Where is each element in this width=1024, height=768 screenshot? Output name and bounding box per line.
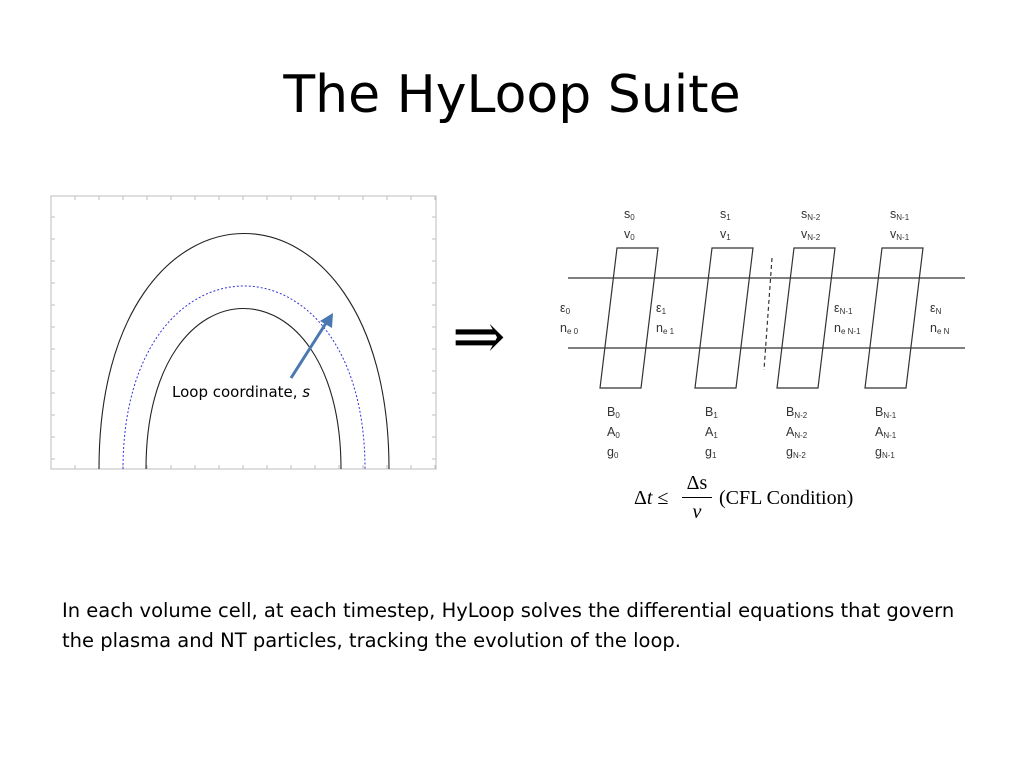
loop-plot — [50, 195, 437, 470]
formula-fraction: Δs v — [682, 470, 712, 525]
cell-0 — [599, 247, 659, 389]
cell-diagram — [568, 247, 965, 389]
plot-frame — [50, 195, 437, 470]
formula-denominator: v — [692, 501, 702, 523]
body-text: In each volume cell, at each timestep, H… — [62, 599, 955, 652]
bn-1-label: BN-1 — [875, 405, 897, 420]
cell-n-2-bag-label: BN-2 AN-2 gN-2 — [786, 404, 807, 464]
implies-arrow-icon: ⇒ — [452, 300, 506, 374]
formula-numerator: Δs — [686, 472, 708, 494]
formula-lhs: Δt ≤ — [634, 487, 669, 509]
gn-1-label: gN-1 — [875, 445, 895, 460]
ne1-label: ne 1 — [656, 321, 675, 336]
cell-1-bag-label: B1 A1 g1 — [705, 404, 718, 464]
cell-0-sv-label: s0 v0 — [624, 206, 635, 246]
nen-1-label: ne N-1 — [834, 321, 861, 336]
sn-1-label: sN-1 — [890, 207, 910, 222]
cell-n-1 — [864, 247, 924, 389]
v0-label: v0 — [624, 227, 635, 242]
cell-1-eps-ne-label: ε1 ne 1 — [656, 300, 674, 340]
cell-n-eps-ne-label: εN ne N — [930, 300, 949, 340]
cell-n-2-sv-label: sN-2 vN-2 — [801, 206, 820, 246]
cell-1 — [694, 247, 754, 389]
g0-label: g0 — [607, 445, 619, 460]
cell-1-sv-label: s1 v1 — [720, 206, 731, 246]
gn-2-label: gN-2 — [786, 445, 806, 460]
cfl-condition-label: (CFL Condition) — [719, 487, 854, 509]
inner-loop-curve — [145, 308, 342, 470]
nen-label: ne N — [930, 321, 950, 336]
g1-label: g1 — [705, 445, 717, 460]
eps0-label: ε0 — [560, 301, 571, 316]
outer-loop-curve — [98, 233, 390, 470]
vn-1-label: vN-1 — [890, 227, 910, 242]
a0-label: A0 — [607, 425, 620, 440]
epsn-1-label: εN-1 — [834, 301, 853, 316]
an-1-label: AN-1 — [875, 425, 897, 440]
b0-label: B0 — [607, 405, 620, 420]
sn-2-label: sN-2 — [801, 207, 821, 222]
b1-label: B1 — [705, 405, 718, 420]
ne0-label: ne 0 — [560, 321, 579, 336]
bn-2-label: BN-2 — [786, 405, 808, 420]
fraction-bar — [682, 497, 712, 498]
cell-n-1-sv-label: sN-1 vN-1 — [890, 206, 909, 246]
loop-coordinate-label: Loop coordinate, s — [172, 383, 310, 401]
s0-label: s0 — [624, 207, 635, 222]
cell-n-1-bag-label: BN-1 AN-1 gN-1 — [875, 404, 896, 464]
cell-n-2 — [776, 247, 836, 389]
v1-label: v1 — [720, 227, 731, 242]
a1-label: A1 — [705, 425, 718, 440]
eps1-label: ε1 — [656, 301, 667, 316]
loop-label-variable: s — [302, 383, 311, 401]
cell-0-bag-label: B0 A0 g0 — [607, 404, 620, 464]
epsn-label: εN — [930, 301, 942, 316]
slide-title: The HyLoop Suite — [283, 65, 741, 125]
s1-label: s1 — [720, 207, 731, 222]
loop-coordinate-arrow — [289, 319, 330, 379]
cell-n-1-eps-ne-label: εN-1 ne N-1 — [834, 300, 861, 340]
cell-0-eps-ne-label: ε0 ne 0 — [560, 300, 578, 340]
an-2-label: AN-2 — [786, 425, 808, 440]
ellipsis-dashed-line — [763, 257, 773, 371]
loop-label-text: Loop coordinate, — [172, 383, 303, 401]
arrow-head-icon — [320, 313, 333, 328]
vn-2-label: vN-2 — [801, 227, 821, 242]
